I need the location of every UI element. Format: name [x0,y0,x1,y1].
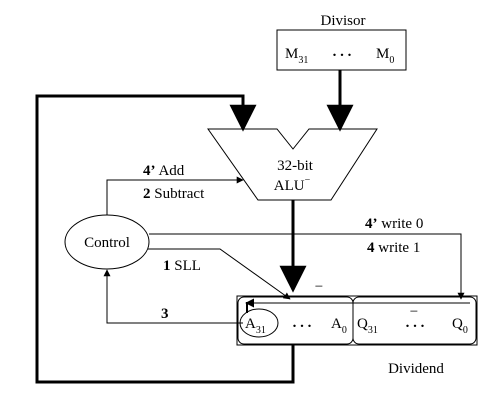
signal-subtract: 2 Subtract [143,186,205,202]
divisor-title: Divisor [321,13,366,29]
divisor-dots: . . . [333,44,352,60]
signal-sll: 1 SLL [163,258,201,274]
control-sll-arrow [148,248,291,300]
register-bar-1: − [315,279,323,295]
alu-shape [207,128,378,201]
q-dots: . . . [406,315,425,331]
divisor-lsb: M0 [376,46,394,66]
divisor-msb: M31 [285,46,308,66]
register-bar-2: − [410,304,418,320]
signal-write0: 4’ write 0 [365,216,423,232]
q-msb: Q31 [357,316,378,336]
control-label: Control [84,235,130,251]
control-to-q0-arrow [149,233,465,300]
a-lsb: A0 [331,316,347,336]
control-to-alu-arrow [106,176,244,215]
signal-step3: 3 [161,306,169,322]
remainder-register [236,295,478,346]
signal-add: 4’ Add [143,163,185,179]
sign-bit-circle [239,308,279,338]
dividend-label: Dividend [388,361,444,377]
a-dots: . . . [293,315,312,331]
signal-write1: 4 write 1 [367,240,420,256]
feedback-loop-arrow [35,94,295,384]
a-msb: A31 [245,316,266,336]
sign-bit-to-control-arrow [103,269,243,324]
q-half-outline [352,296,477,345]
q-lsb: Q0 [452,316,468,336]
alu-label-line1: 32-bit [277,158,314,174]
alu-label-line2: ALU− [274,175,311,194]
